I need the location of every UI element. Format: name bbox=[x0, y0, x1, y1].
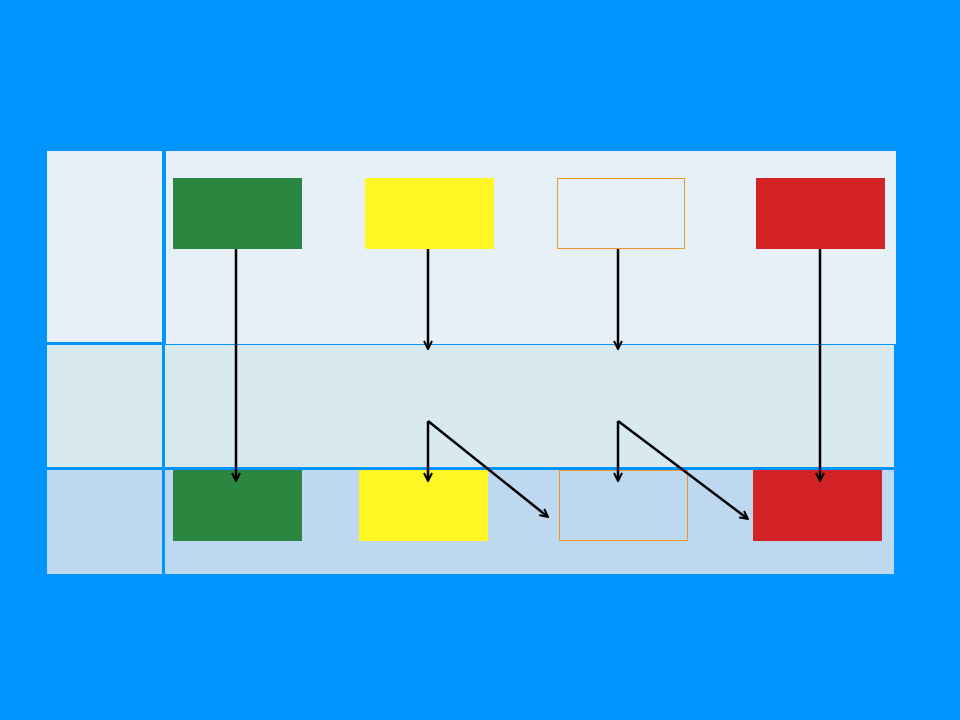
row-middle bbox=[165, 345, 894, 467]
row-top-label-cell bbox=[47, 151, 162, 342]
green-box-bottom bbox=[173, 470, 302, 541]
row-bottom-label-cell bbox=[47, 470, 162, 574]
yellow-box-bottom bbox=[359, 470, 488, 541]
red-box-bottom bbox=[753, 470, 882, 541]
red-box-top bbox=[756, 178, 885, 249]
outline-box-bottom bbox=[559, 470, 688, 541]
row-middle-label-cell bbox=[47, 345, 162, 467]
outline-box-top bbox=[557, 178, 685, 249]
green-box-top bbox=[173, 178, 302, 249]
yellow-box-top bbox=[365, 178, 494, 249]
